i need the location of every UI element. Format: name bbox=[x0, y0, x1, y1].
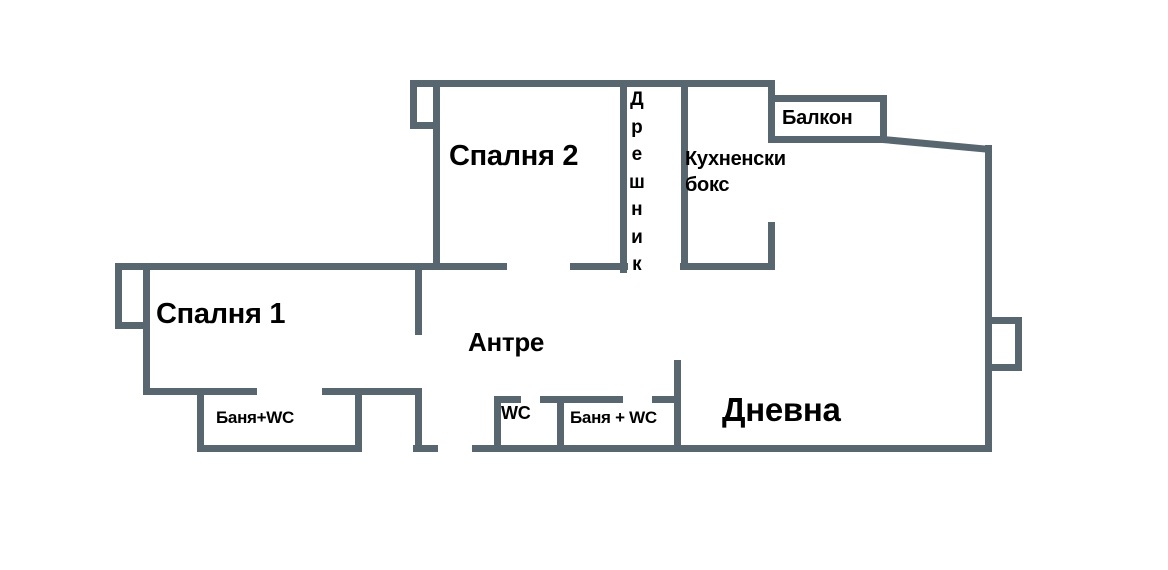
room-label-hall: Антре bbox=[468, 327, 545, 357]
top-exterior-wall bbox=[410, 80, 775, 87]
room-label-bathroom2: Баня + WC bbox=[570, 408, 657, 427]
bedroom2-window-sill bbox=[410, 122, 438, 129]
room-label-bedroom2: Спалня 2 bbox=[449, 140, 579, 172]
east-exterior-wall bbox=[985, 145, 992, 452]
bottom-exterior-wall bbox=[472, 445, 992, 452]
livingroom-window-nub bbox=[1015, 317, 1022, 371]
livingroom-hall-divider bbox=[674, 360, 681, 452]
northeast-diagonal-wall bbox=[882, 136, 992, 154]
room-label-bedroom1: Спалня 1 bbox=[156, 298, 286, 330]
bedroom1-window-nub bbox=[115, 263, 122, 329]
bathroom1-top-wall-east bbox=[322, 388, 422, 395]
room-label-kitchen: Кухненски бокс bbox=[685, 148, 786, 196]
kitchen-bottom-wall bbox=[680, 263, 775, 270]
wc-top-wall bbox=[494, 396, 521, 403]
kitchen-partition-stub bbox=[768, 222, 775, 270]
mid-wall-bedroom2-east bbox=[570, 263, 628, 270]
room-label-balcony: Балкон bbox=[782, 107, 853, 129]
bathroom1-east-wall bbox=[355, 388, 362, 452]
livingroom-window-sill-top bbox=[988, 317, 1022, 324]
entry-corner-wall bbox=[415, 388, 422, 452]
livingroom-window-sill-bottom bbox=[988, 364, 1022, 371]
room-label-wc: WC bbox=[501, 403, 531, 423]
bedroom1-west-wall bbox=[143, 263, 150, 395]
bathroom1-west-wall bbox=[197, 388, 204, 452]
balcony-east-wall bbox=[880, 95, 887, 143]
balcony-bottom-wall bbox=[771, 136, 887, 143]
bathroom1-bottom-wall bbox=[197, 445, 362, 452]
bedroom1-east-wall bbox=[415, 263, 422, 335]
bathroom2-top-stub bbox=[652, 396, 681, 403]
bedroom2-window-nub bbox=[410, 80, 417, 129]
closet-east-wall bbox=[681, 80, 688, 270]
bedroom2-west-wall bbox=[433, 80, 440, 270]
balcony-top-wall bbox=[771, 95, 887, 102]
bathroom2-top-wall bbox=[540, 396, 623, 403]
wc-bathroom2-divider bbox=[557, 396, 564, 452]
room-label-livingroom: Дневна bbox=[722, 391, 841, 428]
wc-west-wall bbox=[494, 396, 501, 452]
bedroom1-window-sill bbox=[115, 322, 150, 329]
room-label-closet: Д р е ш н и к bbox=[629, 89, 645, 275]
room-label-bathroom1: Баня+WC bbox=[216, 408, 295, 427]
kitchen-balcony-corner-wall bbox=[768, 80, 775, 143]
closet-west-wall bbox=[620, 80, 627, 273]
mid-wall-west bbox=[115, 263, 507, 270]
entry-threshold-wall bbox=[413, 445, 438, 452]
